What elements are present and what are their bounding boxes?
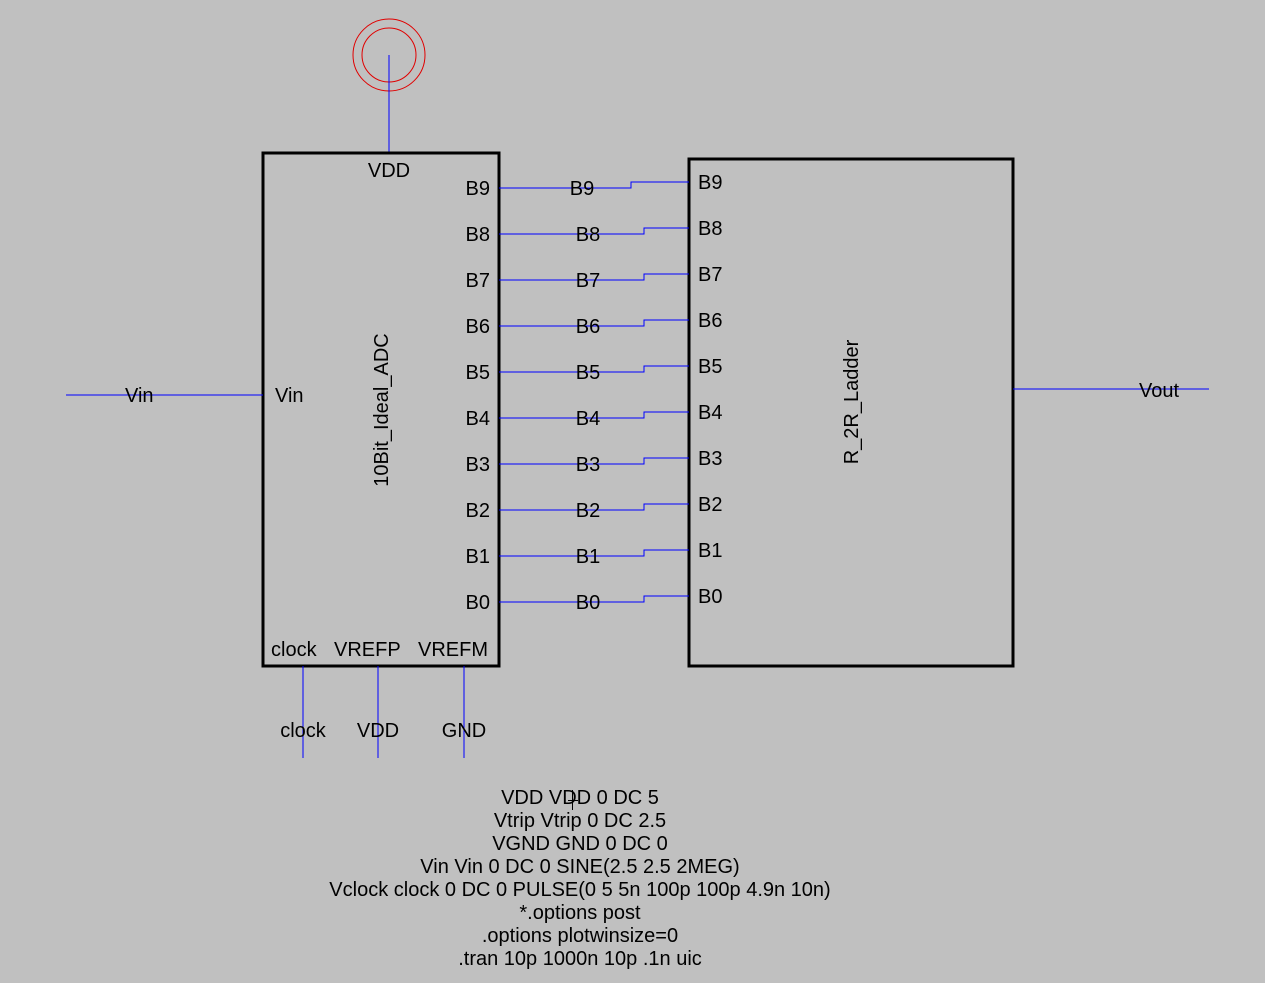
netlist-line: Vtrip Vtrip 0 DC 2.5 <box>493 810 667 832</box>
vout-wire[interactable]: Vout <box>1013 380 1209 402</box>
netlist-line: .tran 10p 1000n 10p .1n uic <box>458 948 702 970</box>
netlist-line: VDD VDD 0 DC 5 <box>501 787 659 809</box>
bit-net-label: B0 <box>576 592 600 614</box>
ladder-bit-pin-label: B8 <box>698 218 722 240</box>
vrefp-wire[interactable]: VDD <box>357 666 399 758</box>
bit-wire[interactable] <box>499 273 689 281</box>
vdd-power-symbol[interactable] <box>352 18 426 153</box>
adc-bit-pin-label: B1 <box>466 546 490 568</box>
vin-net-label: Vin <box>125 385 154 407</box>
adc-name-label: 10Bit_Ideal_ADC <box>371 333 393 486</box>
adc-bit-pin-label: B0 <box>466 592 490 614</box>
ladder-bit-pin-label: B4 <box>698 402 722 424</box>
bit-wire[interactable] <box>499 503 689 511</box>
adc-bit-pin-label: B7 <box>466 270 490 292</box>
bit-wire[interactable] <box>499 411 689 419</box>
bit-wire[interactable] <box>499 181 689 189</box>
adc-bit-pin-label: B4 <box>466 408 490 430</box>
vrefm-net-label: GND <box>442 720 486 742</box>
netlist-line: Vin Vin 0 DC 0 SINE(2.5 2.5 2MEG) <box>420 856 740 878</box>
ladder-bit-pin-label: B0 <box>698 586 722 608</box>
bit-net-label: B1 <box>576 546 600 568</box>
bit-net-label: B6 <box>576 316 600 338</box>
adc-bit-pin-label: B3 <box>466 454 490 476</box>
clock-net-label: clock <box>280 720 327 742</box>
netlist-line: .options plotwinsize=0 <box>481 925 679 947</box>
adc-pin-vrefm-label: VREFM <box>418 639 488 661</box>
ladder-bit-pin-label: B1 <box>698 540 722 562</box>
bit-net-label: B7 <box>576 270 600 292</box>
ladder-bit-pin-label: B7 <box>698 264 722 286</box>
ladder-bit-pin-label: B6 <box>698 310 722 332</box>
netlist-line: Vclock clock 0 DC 0 PULSE(0 5 5n 100p 10… <box>329 879 831 901</box>
vrefp-net-label: VDD <box>357 720 399 742</box>
adc-bit-pin-label: B6 <box>466 316 490 338</box>
adc-bit-pin-label: B5 <box>466 362 490 384</box>
ladder-bit-pin-label: B3 <box>698 448 722 470</box>
crosshair-cursor-icon <box>568 790 578 810</box>
bit-wire[interactable] <box>499 549 689 557</box>
ladder-name-label: R_2R_Ladder <box>841 339 863 464</box>
bit-wire[interactable] <box>499 595 689 603</box>
vrefm-wire[interactable]: GND <box>442 666 486 758</box>
bit-wire[interactable] <box>499 365 689 373</box>
netlist-line: *.options post <box>519 902 641 924</box>
ladder-bit-pin-label: B5 <box>698 356 722 378</box>
clock-wire[interactable]: clock <box>280 666 327 758</box>
ladder-bit-pin-label: B2 <box>698 494 722 516</box>
netlist-line: VGND GND 0 DC 0 <box>492 833 668 855</box>
adc-bit-pin-label: B9 <box>466 178 490 200</box>
adc-bit-pin-label: B8 <box>466 224 490 246</box>
bit-net-label: B3 <box>576 454 600 476</box>
adc-pin-vdd-label: VDD <box>368 160 410 182</box>
adc-pin-vin-label: Vin <box>275 385 304 407</box>
bit-net-label: B4 <box>576 408 600 430</box>
spice-directives[interactable]: VDD VDD 0 DC 5 Vtrip Vtrip 0 DC 2.5 VGND… <box>230 787 930 971</box>
bit-net-label: B2 <box>576 500 600 522</box>
vin-wire[interactable]: Vin <box>66 385 263 407</box>
bit-wire[interactable] <box>499 457 689 465</box>
adc-bit-pin-label: B2 <box>466 500 490 522</box>
adc-pin-clock-label: clock <box>271 639 318 661</box>
bit-net-label: B5 <box>576 362 600 384</box>
bit-wire[interactable] <box>499 227 689 235</box>
adc-pin-vrefp-label: VREFP <box>334 639 401 661</box>
bit-wire[interactable] <box>499 319 689 327</box>
adc-block[interactable]: 10Bit_Ideal_ADC VDD Vin clock VREFP VREF… <box>261 151 501 668</box>
bit-net-label: B8 <box>576 224 600 246</box>
bit-net-label: B9 <box>570 178 594 200</box>
vout-net-label: Vout <box>1139 380 1179 402</box>
ladder-bit-pin-label: B9 <box>698 172 722 194</box>
